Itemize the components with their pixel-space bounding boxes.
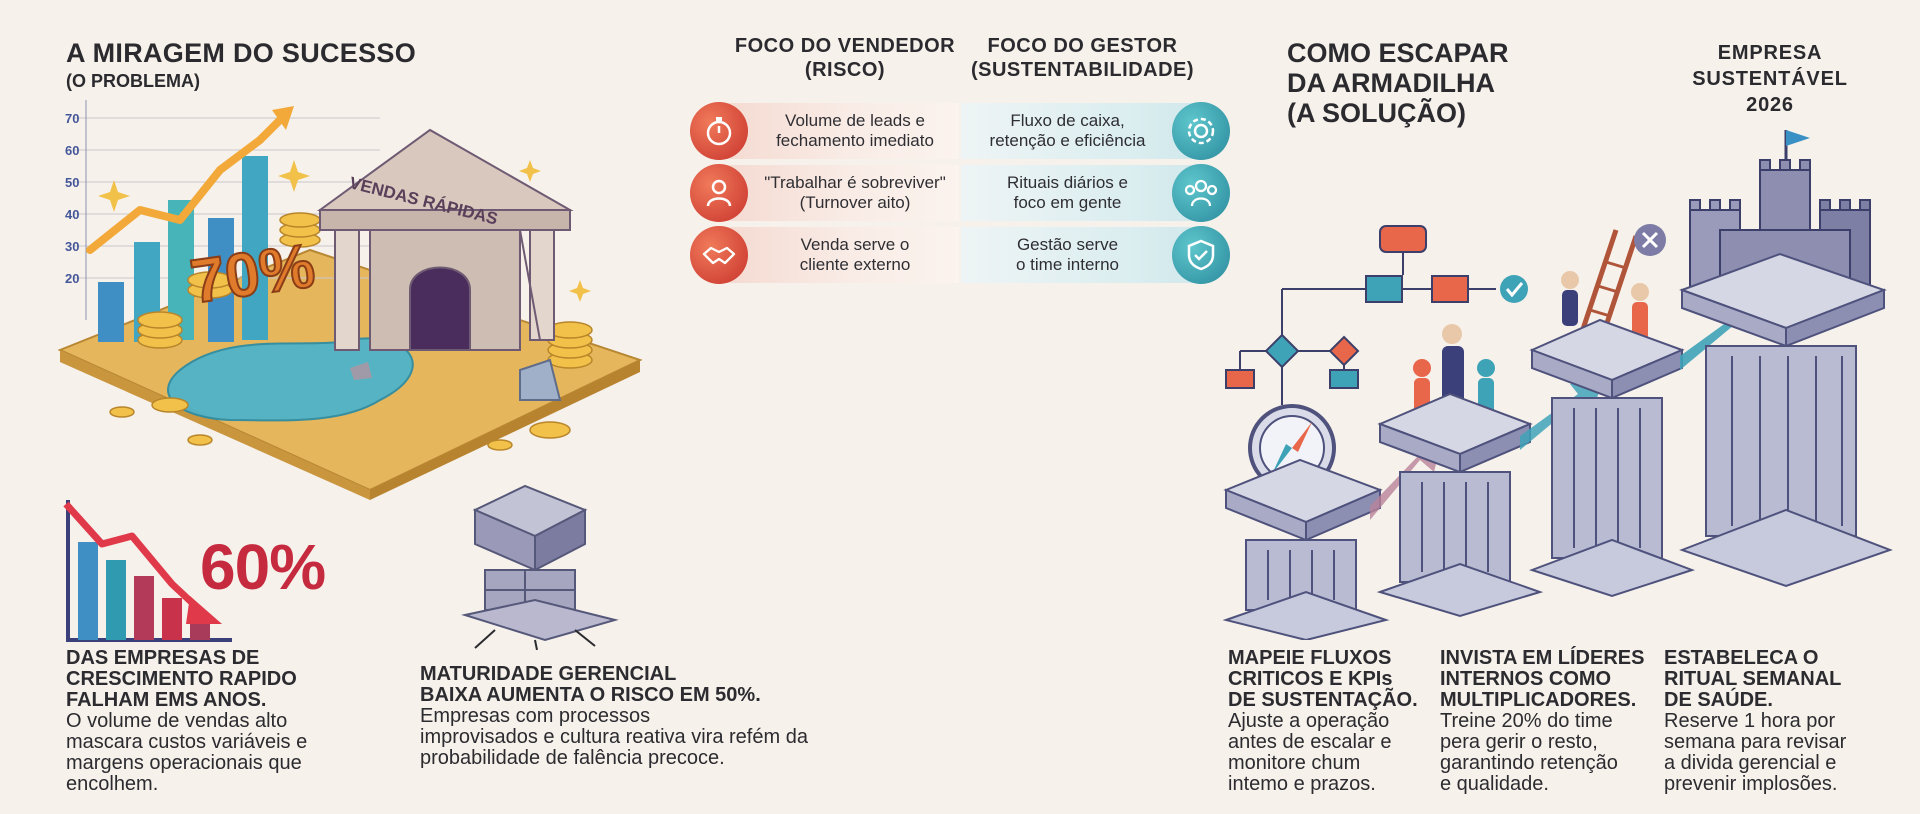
step1-body-2: antes de escalar e xyxy=(1228,731,1392,753)
solution-step-1: MAPEIE FLUXOS CRITICOS E KPIs DE SUSTENT… xyxy=(1228,648,1438,795)
solution-title: COMO ESCAPAR DA ARMADILHA (A SOLUÇÃO) xyxy=(1287,38,1509,128)
gestor-header-1: FOCO DO GESTOR xyxy=(987,35,1178,57)
target-label-3: 2026 xyxy=(1746,94,1794,116)
step3-head-1: ESTABELECA O xyxy=(1664,647,1819,669)
vendor-header: FOCO DO VENDEDOR (RISCO) xyxy=(725,34,965,82)
vendor-header-2: (RISCO) xyxy=(804,59,886,81)
gear-icon xyxy=(1172,102,1230,160)
step2-head-2: INTERNOS COMO xyxy=(1440,668,1612,690)
solution-title-1: COMO ESCAPAR xyxy=(1287,38,1509,68)
handshake-icon xyxy=(690,226,748,284)
ladder-climb-icon xyxy=(1561,224,1666,357)
step1-head-2: CRITICOS E KPIs xyxy=(1228,668,1393,690)
step2-head-1: INVISTA EM LÍDERES xyxy=(1440,647,1645,669)
pillar-3 xyxy=(1528,318,1696,598)
target-label-1: EMPRESA xyxy=(1717,42,1823,64)
step1-body-1: Ajuste a operação xyxy=(1228,710,1390,732)
process-flow-diagram xyxy=(1225,225,1528,405)
crumbling-pillar-icon xyxy=(461,484,619,650)
tick-30: 30 xyxy=(65,239,79,254)
stat1-body-4: encolhem. xyxy=(66,773,159,795)
step3-head-3: DE SAÚDE. xyxy=(1664,689,1773,711)
sparkles xyxy=(98,160,591,302)
stat1-head-1: DAS EMPRESAS DE xyxy=(66,647,260,669)
step1-head-1: MAPEIE FLUXOS xyxy=(1228,647,1392,669)
solution-step-2: INVISTA EM LÍDERES INTERNOS COMO MULTIPL… xyxy=(1440,648,1650,795)
step3-body-2: semana para revisar xyxy=(1664,731,1847,753)
step3-body-3: a divida gerencial e xyxy=(1664,752,1837,774)
chart-tick-labels: 70 60 50 40 30 20 xyxy=(65,111,79,286)
gestor-cell: Fluxo de caixa,retenção e eficiência xyxy=(989,111,1146,150)
target-label-2: SUSTENTÁVEL xyxy=(1692,68,1848,90)
step2-head-3: MULTIPLICADORES. xyxy=(1440,689,1637,711)
problem-subtitle: (O PROBLEMA) xyxy=(66,71,200,91)
pillar-4 xyxy=(1679,252,1893,588)
team-icon xyxy=(1172,164,1230,222)
step1-body-3: monitore chum xyxy=(1228,752,1361,774)
step2-body-4: e qualidade. xyxy=(1440,773,1549,795)
step2-body-3: garantindo retenção xyxy=(1440,752,1618,774)
step1-body-4: intemo e prazos. xyxy=(1228,773,1376,795)
stat1-body-2: mascara custos variáveis e xyxy=(66,731,308,753)
problem-title: A MIRAGEM DO SUCESSO xyxy=(66,38,417,68)
tick-20: 20 xyxy=(65,271,79,286)
stat1-block: DAS EMPRESAS DE CRESCIMENTO RAPIDO FALHA… xyxy=(66,648,386,795)
step3-body-1: Reserve 1 hora por xyxy=(1664,710,1836,732)
vendor-cell: "Trabalhar é sobreviver"(Turnover aito) xyxy=(764,173,946,212)
tick-70: 70 xyxy=(65,111,79,126)
stat2-body-3: probabilidade de falência precoce. xyxy=(420,747,725,769)
stat2-body-2: improvisados e cultura reativa vira refé… xyxy=(420,726,808,748)
stat1-head-3: FALHAM EMS ANOS. xyxy=(66,689,267,711)
stat1-body-3: margens operacionais que xyxy=(66,752,302,774)
stat2-head-2: BAIXA AUMENTA O RISCO EM 50%. xyxy=(420,684,761,706)
pillar-1 xyxy=(1222,458,1390,640)
stat1-body-1: O volume de vendas alto xyxy=(66,710,288,732)
person-icon xyxy=(690,164,748,222)
target-label: EMPRESA SUSTENTÁVEL 2026 xyxy=(1670,40,1870,118)
pillars-illustration xyxy=(1222,130,1893,640)
step3-body-4: prevenir implosões. xyxy=(1664,773,1838,795)
growth-arrow xyxy=(86,116,284,254)
stat1-head-2: CRESCIMENTO RAPIDO xyxy=(66,668,297,690)
solution-title-3: (A SOLUÇÃO) xyxy=(1287,98,1466,128)
pillar-2 xyxy=(1376,392,1544,618)
stat2-body-1: Empresas com processos xyxy=(420,705,651,727)
water-pool xyxy=(167,337,414,422)
stat2-block: MATURIDADE GERENCIAL BAIXA AUMENTA O RIS… xyxy=(420,664,870,769)
solution-step-3: ESTABELECA O RITUAL SEMANAL DE SAÚDE. Re… xyxy=(1664,648,1874,795)
mirage-illustration: 70 60 50 40 30 20 70% xyxy=(57,100,643,500)
gestor-header-2: (SUSTENTABILIDADE) xyxy=(970,59,1195,81)
step1-head-3: DE SUSTENTAÇÃO. xyxy=(1228,689,1418,711)
shield-icon xyxy=(1172,226,1230,284)
tick-60: 60 xyxy=(65,143,79,158)
step2-body-1: Treine 20% do time xyxy=(1440,710,1613,732)
decline-percent: 60% xyxy=(200,531,326,603)
stopwatch-icon xyxy=(690,102,748,160)
table-row: "Trabalhar é sobreviver"(Turnover aito) … xyxy=(690,164,1230,222)
stat2-head-1: MATURIDADE GERENCIAL xyxy=(420,663,677,685)
step2-body-2: pera gerir o resto, xyxy=(1440,731,1598,753)
vendor-header-1: FOCO DO VENDEDOR xyxy=(734,35,956,57)
temple xyxy=(316,128,574,351)
gestor-header: FOCO DO GESTOR (SUSTENTABILIDADE) xyxy=(955,34,1210,82)
decline-chart-icon xyxy=(63,500,232,642)
solution-title-2: DA ARMADILHA xyxy=(1287,68,1495,98)
hero-percent: 70% xyxy=(186,231,318,317)
tick-50: 50 xyxy=(65,175,79,190)
tick-40: 40 xyxy=(65,207,79,222)
coin-stacks xyxy=(109,212,593,451)
step3-head-2: RITUAL SEMANAL xyxy=(1664,668,1842,690)
